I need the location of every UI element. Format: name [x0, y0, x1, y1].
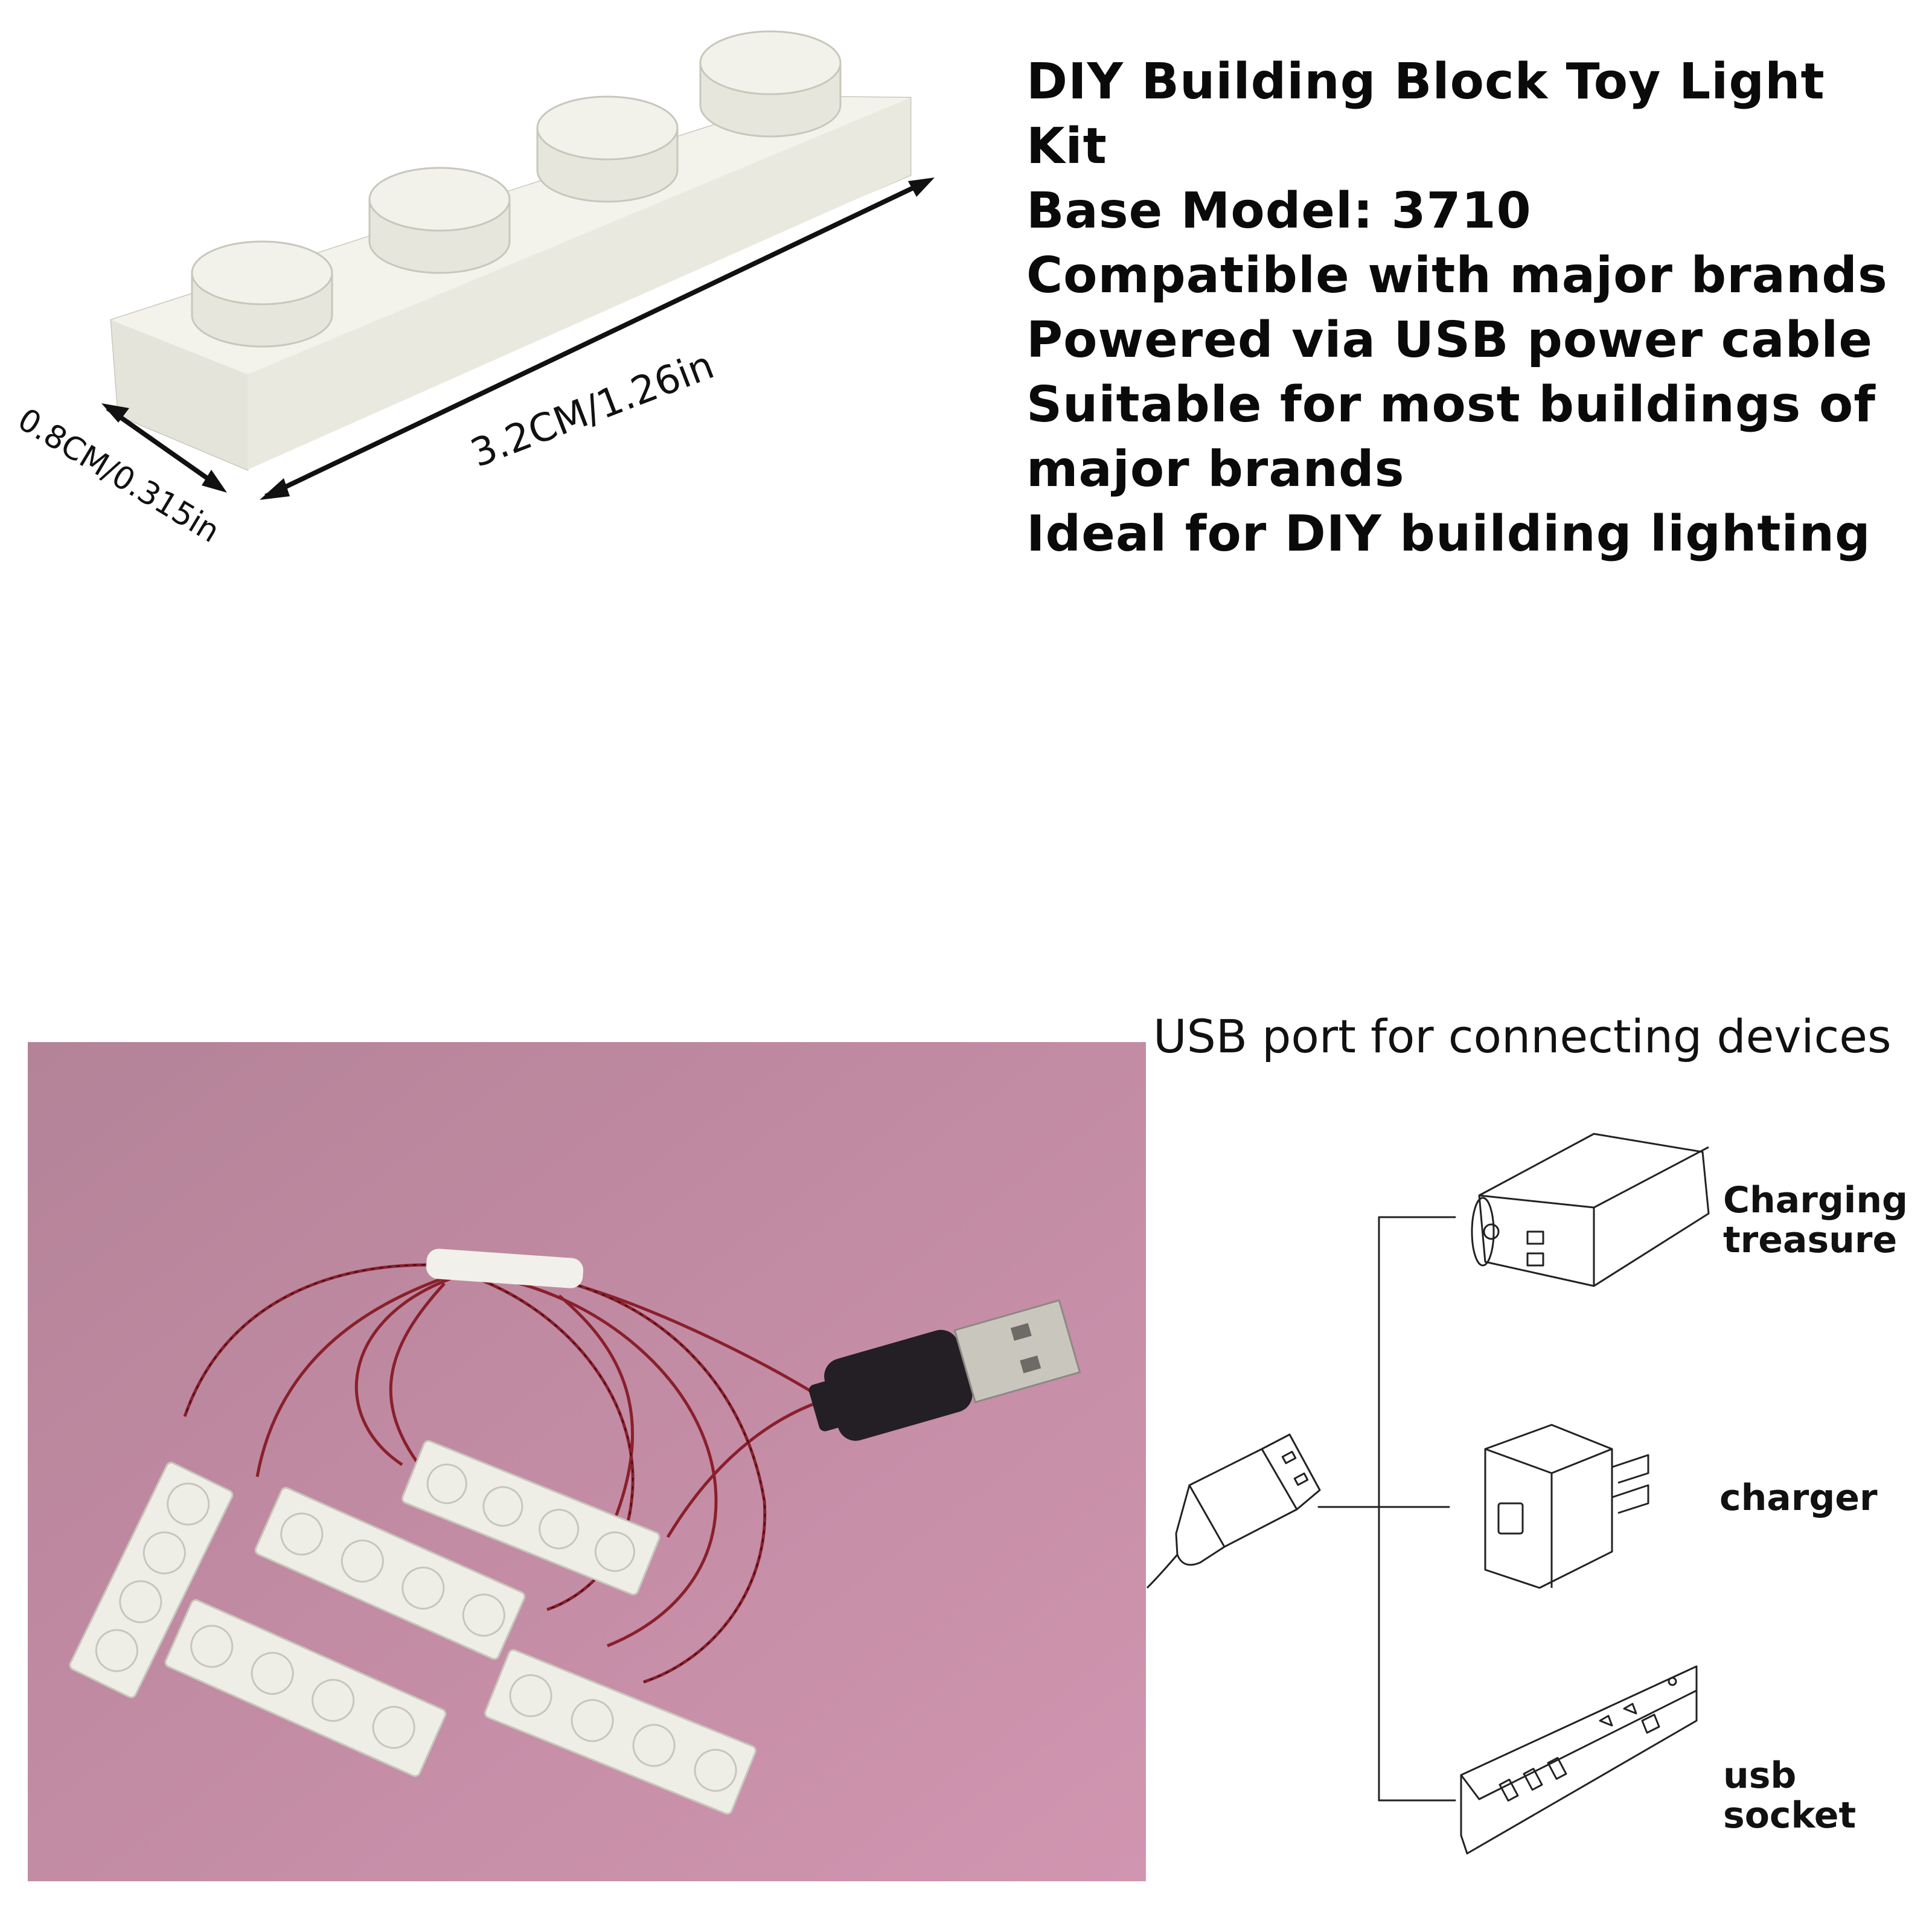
spec-compatibility: Compatible with major brands [1026, 247, 1888, 304]
product-photo [28, 1042, 1146, 1881]
usb-plug-photo [808, 1299, 1081, 1441]
spec-ideal: Ideal for DIY building lighting [1026, 505, 1871, 563]
usb-plug-icon [1146, 1433, 1321, 1589]
power-bank-icon [1471, 1133, 1710, 1287]
spec-title: DIY Building Block Toy Light Kit [1026, 53, 1825, 175]
spec-base-model: Base Model: 3710 [1026, 182, 1532, 240]
light-kit-photo-illustration [28, 1042, 1146, 1881]
brick-3710-illustration [101, 30, 935, 500]
device-label-charging-treasure: Charging treasure [1723, 1179, 1908, 1261]
usb-port-caption: USB port for connecting devices [1153, 1009, 1892, 1063]
usb-connection-lines [1146, 1133, 1710, 1855]
wall-charger-icon [1484, 1424, 1649, 1589]
device-label-charger: charger [1719, 1477, 1878, 1519]
spec-suitable-line2: major brands [1026, 441, 1405, 498]
usb-device-diagram [1141, 1111, 1926, 1914]
spec-power: Powered via USB power cable [1026, 312, 1873, 369]
brick-dimension-diagram: 3.2CM/1.26in 0.8CM/0.315in [0, 0, 990, 604]
product-spec-list: DIY Building Block Toy Light Kit Base Mo… [1026, 50, 1920, 566]
device-label-usb-socket: usb socket [1723, 1754, 1857, 1837]
spec-suitable-line1: Suitable for most buildings of [1026, 376, 1876, 433]
power-strip-icon [1460, 1665, 1698, 1855]
